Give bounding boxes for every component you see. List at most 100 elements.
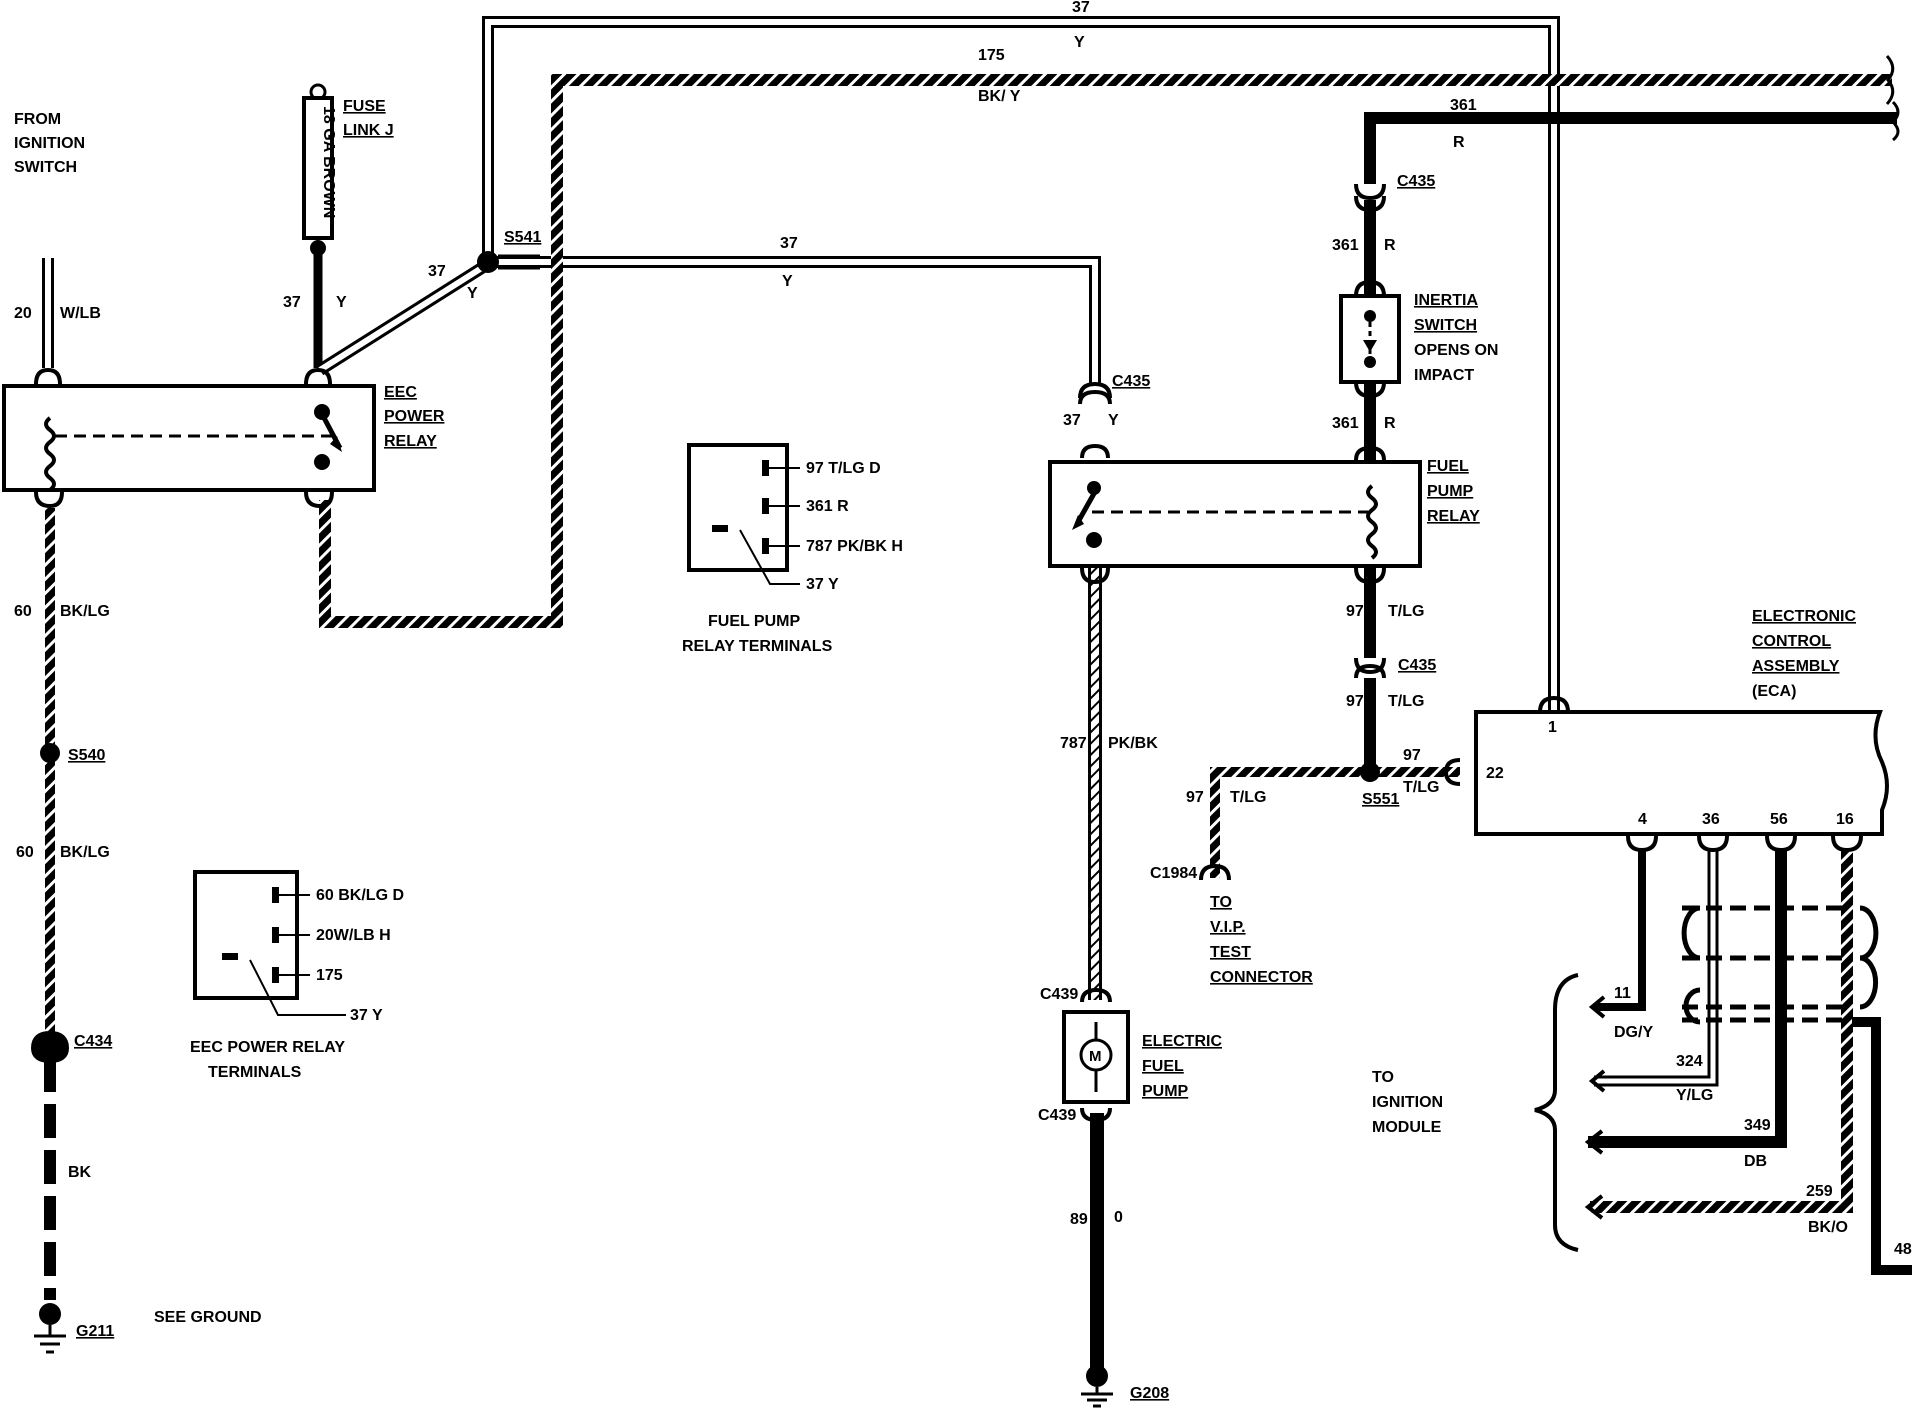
wire-48 xyxy=(1852,1017,1912,1275)
wire-color: BK/O xyxy=(1808,1219,1848,1236)
wire-label: 37 xyxy=(428,263,446,280)
eec-relay-terminals-box xyxy=(193,870,346,1016)
fp-terminal-2: 361 R xyxy=(806,498,849,515)
electric-fuel-pump: M xyxy=(1062,1010,1130,1104)
fp-relay-label-1: FUEL xyxy=(1427,458,1469,475)
wire-color: T/LG xyxy=(1388,693,1424,710)
eca-label-4: (ECA) xyxy=(1752,683,1796,700)
wire-97-to-vip xyxy=(1210,767,1365,878)
from-label-3: SWITCH xyxy=(14,159,77,176)
fuse-wire-label: 18 GA BROWN xyxy=(320,106,337,218)
wire-361-r xyxy=(1364,112,1897,184)
wire-color: T/LG xyxy=(1230,789,1266,806)
connector-label: C439 xyxy=(1038,1107,1076,1124)
wire-color: Y xyxy=(1108,412,1119,429)
shield-twist xyxy=(1681,905,1879,1025)
wire-label: 48 xyxy=(1894,1241,1912,1258)
fp-terminal-3: 787 PK/BK H xyxy=(806,538,903,555)
wire-label: 97 xyxy=(1346,693,1364,710)
wire-label: 175 xyxy=(978,47,1005,64)
fuse-label-1: FUSE xyxy=(343,98,386,115)
wire-label: 361 xyxy=(1332,415,1359,432)
vip-label-3: TEST xyxy=(1210,944,1251,961)
from-label-2: IGNITION xyxy=(14,135,85,152)
wire-color: Y xyxy=(1074,34,1085,51)
wire-color: 0 xyxy=(1114,1209,1123,1226)
eec-power-relay xyxy=(2,384,376,492)
wire-color: DG/Y xyxy=(1614,1024,1653,1041)
wire-color: BK xyxy=(68,1164,92,1181)
wire-label: 787 xyxy=(1060,735,1087,752)
wire-label: 37 xyxy=(283,294,301,311)
eec-terminal-4: 37 Y xyxy=(350,1007,383,1024)
wire-color: PK/BK xyxy=(1108,735,1158,752)
wire-label: 324 xyxy=(1676,1053,1703,1070)
connector-label: C435 xyxy=(1397,173,1435,190)
wire-color: R xyxy=(1453,134,1465,151)
pump-label-2: FUEL xyxy=(1142,1058,1184,1075)
fp-terminals-title-2: RELAY TERMINALS xyxy=(682,638,833,655)
see-ground-label: SEE GROUND xyxy=(154,1309,262,1326)
fuse-link-j: 18 GA BROWN xyxy=(302,83,337,256)
wire-color: Y xyxy=(336,294,347,311)
connector-label: C1984 xyxy=(1150,865,1197,882)
wire-color: T/LG xyxy=(1388,603,1424,620)
eec-terminal-3: 175 xyxy=(316,967,343,984)
wire-11-dgy xyxy=(1594,848,1646,1011)
vip-label-4: CONNECTOR xyxy=(1210,969,1313,986)
wire-color: T/LG xyxy=(1403,779,1439,796)
connector-label: S540 xyxy=(68,747,105,764)
wire-label: 11 xyxy=(1614,985,1631,1002)
wire-label: 37 xyxy=(1072,0,1090,16)
connector-label: C434 xyxy=(74,1033,112,1050)
wire-label: 60 xyxy=(16,844,34,861)
eca-label-1: ELECTRONIC xyxy=(1752,608,1856,625)
eca-pin: 16 xyxy=(1836,811,1854,828)
ground-g211 xyxy=(34,1303,66,1354)
inertia-label-4: IMPACT xyxy=(1414,367,1474,384)
wire-label: 97 xyxy=(1403,747,1421,764)
wire-end-arrows xyxy=(1584,995,1606,1220)
s541-tick xyxy=(498,254,540,270)
wire-37-top-loop xyxy=(482,16,1560,712)
wire-label: 97 xyxy=(1186,789,1204,806)
wire-label: 37 xyxy=(780,235,798,252)
eca-pin: 22 xyxy=(1486,765,1504,782)
ground-label: G211 xyxy=(76,1323,114,1340)
ground-label: G208 xyxy=(1130,1385,1169,1402)
wire-37-diagonal xyxy=(316,258,492,376)
wire-break-marks xyxy=(1885,54,1900,142)
fp-relay-label-3: RELAY xyxy=(1427,508,1480,525)
ignition-module-brace xyxy=(1534,973,1579,1252)
eec-relay-label-1: EEC xyxy=(384,384,417,401)
wire-color: BK/LG xyxy=(60,844,110,861)
eec-terminals-title-1: EEC POWER RELAY xyxy=(190,1039,345,1056)
splices xyxy=(40,251,1380,782)
inertia-label-1: INERTIA xyxy=(1414,292,1478,309)
wire-color: Y xyxy=(467,285,478,302)
fp-relay-label-2: PUMP xyxy=(1427,483,1474,500)
wire-color: W/LB xyxy=(60,305,101,322)
wire-175-bky xyxy=(319,74,1892,628)
wire-37-to-fp-relay xyxy=(492,256,1101,384)
wire-label: 349 xyxy=(1744,1117,1771,1134)
wire-color: DB xyxy=(1744,1153,1767,1170)
ground-g208 xyxy=(1081,1365,1113,1408)
inertia-label-3: OPENS ON xyxy=(1414,342,1498,359)
fp-terminals-title-1: FUEL PUMP xyxy=(708,613,800,630)
connector-label: S551 xyxy=(1362,791,1399,808)
eec-terminals-title-2: TERMINALS xyxy=(208,1064,302,1081)
wire-color: Y xyxy=(782,273,793,290)
vip-label-1: TO xyxy=(1210,894,1232,911)
motor-symbol: M xyxy=(1089,1048,1102,1065)
eca-pin: 56 xyxy=(1770,811,1788,828)
inertia-switch xyxy=(1339,294,1401,384)
eca-label-2: CONTROL xyxy=(1752,633,1831,650)
inertia-label-2: SWITCH xyxy=(1414,317,1477,334)
fp-terminal-1: 97 T/LG D xyxy=(806,460,881,477)
wire-color: Y/LG xyxy=(1676,1087,1713,1104)
wire-label: 361 xyxy=(1450,97,1477,114)
eca-pin: 36 xyxy=(1702,811,1720,828)
wire-label: 60 xyxy=(14,603,32,620)
